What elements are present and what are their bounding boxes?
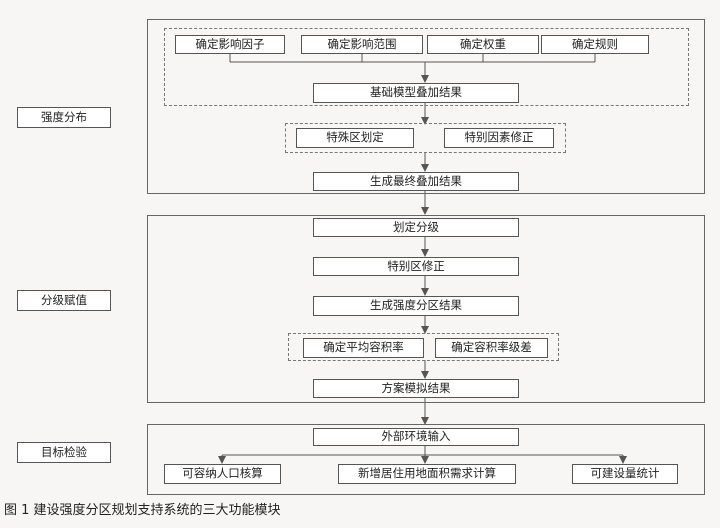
section-target-frame bbox=[147, 424, 705, 495]
output-residential-land: 新增居住用地面积需求计算 bbox=[338, 464, 516, 484]
node-base-overlay: 基础模型叠加结果 bbox=[313, 83, 519, 103]
far-group-frame bbox=[288, 333, 559, 361]
section-intensity-frame bbox=[147, 19, 705, 194]
section-label-target: 目标检验 bbox=[17, 442, 111, 463]
node-avg-far: 确定平均容积率 bbox=[303, 338, 424, 358]
output-buildable: 可建设量统计 bbox=[572, 464, 678, 484]
factor-impact-range: 确定影响范围 bbox=[301, 35, 423, 54]
section-grading-frame bbox=[147, 215, 705, 403]
figure-caption: 图 1 建设强度分区规划支持系统的三大功能模块 bbox=[4, 503, 281, 518]
node-special-fix: 特别区修正 bbox=[313, 257, 519, 276]
factor-rules: 确定规则 bbox=[541, 35, 649, 54]
output-population: 可容纳人口核算 bbox=[164, 464, 281, 484]
section-label-intensity: 强度分布 bbox=[17, 107, 111, 128]
section-label-grading: 分级赋值 bbox=[17, 290, 111, 311]
node-far-diff: 确定容积率级差 bbox=[435, 338, 548, 358]
node-special-zone: 特殊区划定 bbox=[296, 128, 414, 148]
special-group-frame bbox=[285, 123, 566, 153]
node-special-factor: 特别因素修正 bbox=[444, 128, 554, 148]
factor-weights: 确定权重 bbox=[427, 35, 539, 54]
node-divide-grade: 划定分级 bbox=[313, 218, 519, 237]
factor-group-frame bbox=[164, 28, 689, 106]
factor-impact-factors: 确定影响因子 bbox=[175, 35, 285, 54]
node-external-input: 外部环境输入 bbox=[313, 428, 519, 446]
node-sim-result: 方案模拟结果 bbox=[313, 379, 519, 398]
node-gen-result: 生成强度分区结果 bbox=[313, 296, 519, 316]
node-final-overlay: 生成最终叠加结果 bbox=[313, 172, 519, 191]
